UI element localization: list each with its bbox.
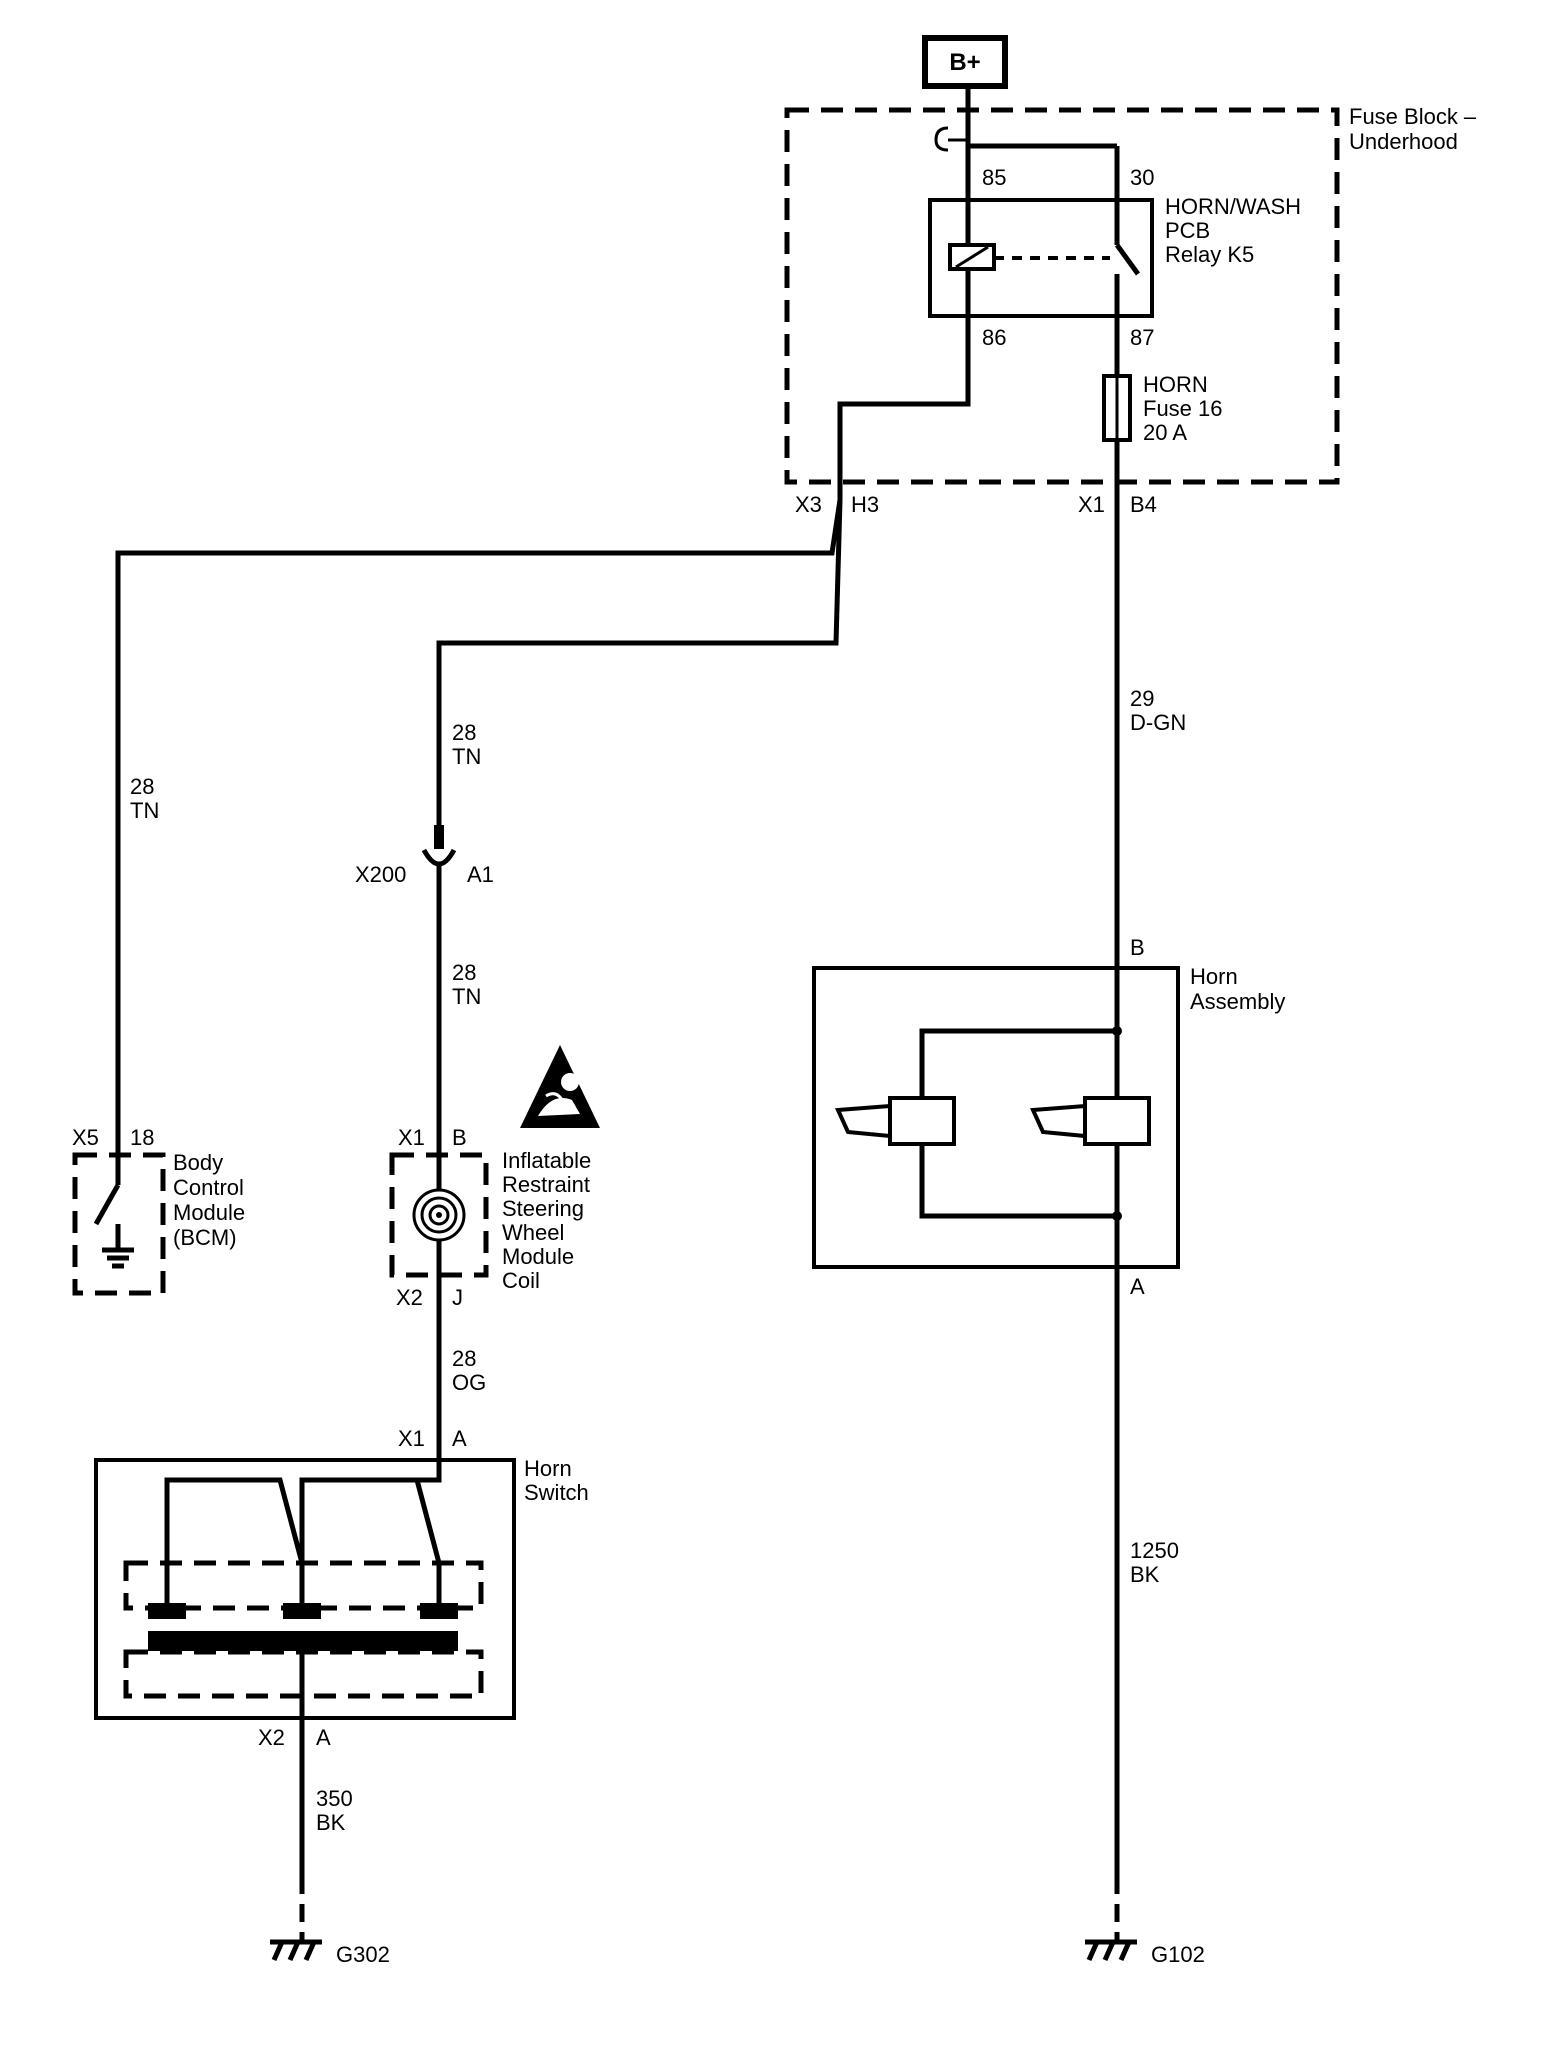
steering-wheel-coil: X1 B X2 J Inflatable Restraint Steering … [389,1125,591,1310]
horn-switch-contact-2 [283,1603,321,1619]
horn-assembly-outline [812,966,1180,1269]
coil-label-3: Steering [502,1196,584,1221]
horn-switch-outline [94,1458,516,1720]
horn-switch-ground-plate [148,1631,458,1643]
horn-switch-top-connector: X1 [398,1426,425,1451]
horn-assembly-top-pin: B [1130,935,1145,960]
relay-switch-contact [1114,243,1141,276]
power-source-b-plus: B+ [922,35,1008,89]
relay-k5: 85 30 86 87 HORN/WASH PCB Relay K5 [928,165,1301,350]
ground-g302: G302 [270,1939,390,1967]
relay-body [928,198,1154,318]
horn-switch: X1 A Horn Switch X2 A [94,1426,589,1750]
bk-right-color: BK [1130,1562,1160,1587]
og-circuit: 28 [452,1346,476,1371]
horn-switch-label-2: Switch [524,1480,589,1505]
fuse-block-conn-right-pin: B4 [1130,492,1157,517]
horn-switch-top-pin: A [452,1426,467,1451]
bk-right-circuit: 1250 [1130,1538,1179,1563]
fuse-label-2: Fuse 16 [1143,396,1223,421]
dgn-color: D-GN [1130,710,1186,735]
horn-assembly: Horn Assembly A [812,964,1285,1299]
horn-assembly-label-1: Horn [1190,964,1238,989]
x200-inline-connector: X200 A1 [355,825,494,887]
horn-left-icon [834,1096,956,1146]
fuse-block-conn-left-pin: H3 [851,492,879,517]
airbag-warning-icon [520,1045,600,1128]
horn-right-icon [1029,1096,1151,1146]
ground-g302-label: G302 [336,1942,390,1967]
horn-switch-contact-3 [420,1603,458,1619]
coil-label-2: Restraint [502,1172,590,1197]
horn-switch-feed-wire [436,499,843,825]
fuse-block-outline [784,107,1340,485]
coil-label-4: Wheel [502,1220,564,1245]
bcm-wire-circuit: 28 [130,774,154,799]
internal-splice-symbol [934,126,968,152]
coil-label-5: Module [502,1244,574,1269]
relay-name-3: Relay K5 [1165,242,1254,267]
relay-pin-87: 87 [1130,325,1154,350]
lower-tn-color: TN [452,984,481,1009]
relay-pin-86: 86 [982,325,1006,350]
body-control-module: X5 18 Body Control Module (BCM) [72,1125,245,1296]
coil-label-1: Inflatable [502,1148,591,1173]
horn-switch-label-1: Horn [524,1456,572,1481]
bcm-label-4: (BCM) [173,1225,237,1250]
x200-pin: A1 [467,862,494,887]
fuse-label-3: 20 A [1143,420,1187,445]
horn-assembly-bottom-pin: A [1130,1274,1145,1299]
coil-bottom-pin: J [452,1285,463,1310]
coil-top-pin: B [452,1125,467,1150]
bcm-connector: X5 [72,1125,99,1150]
lower-tn-circuit: 28 [452,960,476,985]
horn-switch-upper-plate [123,1560,484,1611]
bcm-label-3: Module [173,1200,245,1225]
upper-tn-color: TN [452,744,481,769]
coil-bottom-connector: X2 [396,1285,423,1310]
power-source-label: B+ [949,49,980,76]
upper-tn-circuit: 28 [452,720,476,745]
relay-name-1: HORN/WASH [1165,194,1301,219]
relay-name-2: PCB [1165,218,1210,243]
bcm-wire-color: TN [130,798,159,823]
coil-top-connector: X1 [398,1125,425,1150]
relay-pin-30: 30 [1130,165,1154,190]
horn-switch-bottom-connector: X2 [258,1725,285,1750]
fuse-label-1: HORN [1143,372,1208,397]
horn-switch-bottom-pin: A [316,1725,331,1750]
x200-label: X200 [355,862,406,887]
relay-86-output-wire [837,316,971,500]
bcm-pin: 18 [130,1125,154,1150]
bk-left-color: BK [316,1810,346,1835]
dgn-circuit: 29 [1130,686,1154,711]
fuse-block-conn-right: X1 [1078,492,1105,517]
fuse-block-conn-left: X3 [795,492,822,517]
fuse-block-title-2: Underhood [1349,129,1458,154]
bcm-low-side-driver-switch [93,1183,121,1226]
fuse-block-title-1: Fuse Block – [1349,104,1477,129]
og-color: OG [452,1370,486,1395]
horn-assembly-label-2: Assembly [1190,989,1285,1014]
bcm-signal-wire [115,499,843,1150]
bcm-label-2: Control [173,1175,244,1200]
coil-label-6: Coil [502,1268,540,1293]
horn-switch-contact-1 [148,1603,186,1619]
relay-pin-85: 85 [982,165,1006,190]
ground-g102-label: G102 [1151,1942,1205,1967]
ground-g102: G102 [1085,1939,1205,1967]
bk-left-circuit: 350 [316,1786,353,1811]
bcm-label-1: Body [173,1150,223,1175]
